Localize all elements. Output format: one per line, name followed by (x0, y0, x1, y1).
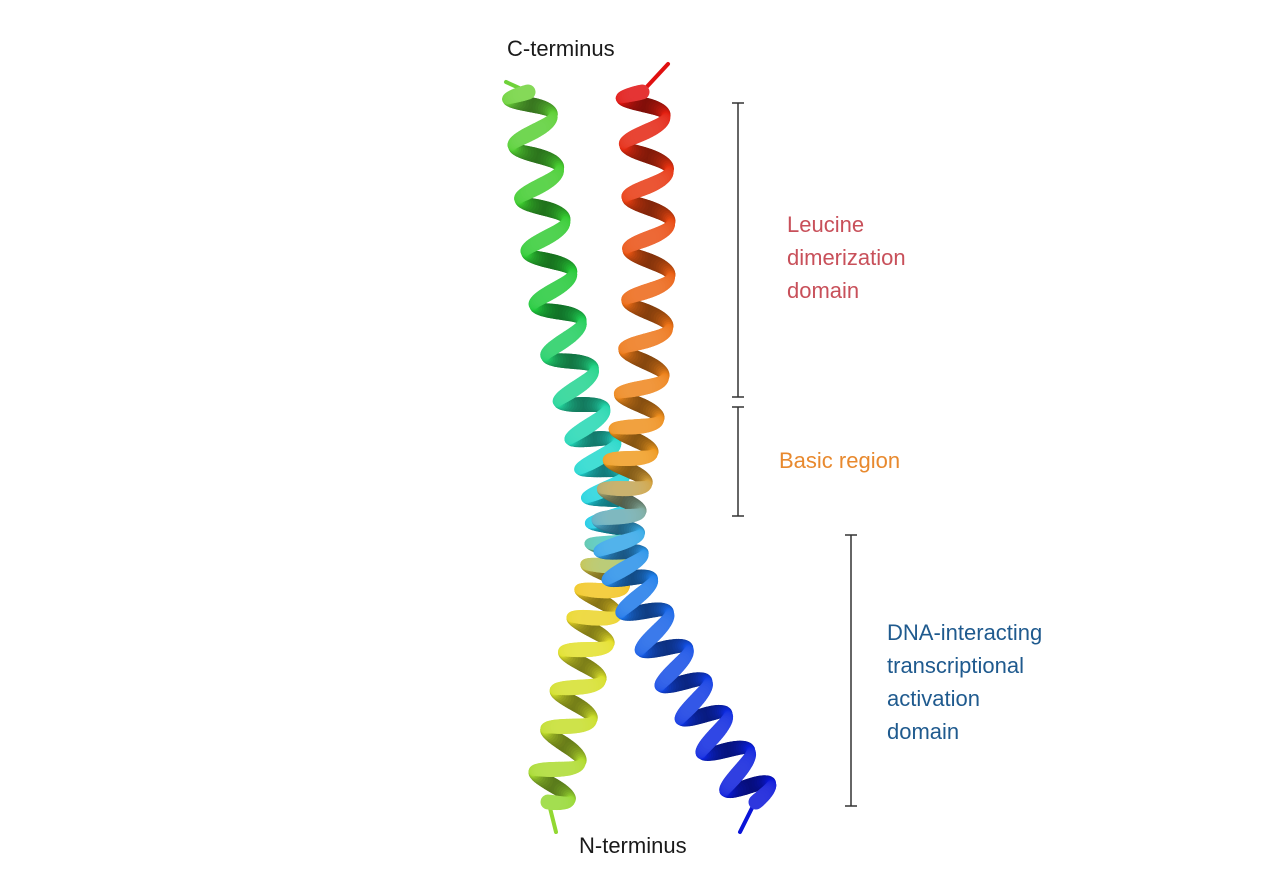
helix-ribbon-segment (528, 179, 547, 196)
helix-ribbon-segment (626, 590, 644, 608)
helix-ribbon-segment (705, 727, 723, 745)
helix-ribbon-segment (517, 84, 536, 101)
helix-ribbon-segment (663, 663, 681, 681)
dna-label-line: activation (887, 686, 980, 711)
leucine-label-line: Leucine (787, 212, 865, 237)
leucine-dimerization-domain-label: Leucine dimerization domain (787, 208, 906, 307)
dna-label-line: transcriptional (887, 653, 1024, 678)
right-alpha-helix (591, 62, 777, 834)
helix-ribbon-segment (645, 626, 663, 644)
n-terminus-label: N-terminus (579, 833, 687, 858)
helix-ribbon-segment (636, 179, 655, 196)
helix-ribbon-segment (635, 124, 654, 141)
basic-region-bracket (732, 406, 744, 517)
helix-ribbon-segment (727, 766, 745, 785)
leucine-domain-bracket (732, 102, 744, 398)
basic-region-label: Basic region (779, 444, 900, 477)
dna-interacting-domain-label: DNA-interacting transcriptional activati… (887, 616, 1042, 748)
helix-ribbon-segment (523, 124, 542, 141)
helix-ribbon-segment (748, 792, 766, 810)
leucine-label-line: domain (787, 278, 860, 303)
dna-label-line: domain (887, 719, 960, 744)
helix-ribbon-segment (587, 451, 606, 468)
helix-ribbon-segment (634, 333, 653, 350)
helix-ribbon-segment (553, 333, 571, 351)
helix-ribbon-segment (535, 230, 554, 247)
leucine-label-line: dimerization (787, 245, 906, 270)
helix-ribbon-segment (616, 560, 634, 577)
helix-ribbon-segment (631, 84, 650, 101)
basic-label-line: Basic region (779, 448, 901, 473)
helix-ribbon-segment (566, 380, 585, 397)
c-terminus-label: C-terminus (507, 36, 615, 61)
domain-brackets (732, 102, 857, 807)
helix-ribbon-segment (684, 695, 702, 713)
helix-ribbon-segment (638, 230, 657, 247)
helix-ribbon-segment (631, 380, 650, 396)
helix-ribbon-segment (639, 282, 658, 299)
helix-ribbon-segment (608, 536, 627, 552)
dna-label-line: DNA-interacting (887, 620, 1043, 645)
helix-ribbon-segment (544, 282, 562, 300)
helix-ribbon-segment (576, 419, 595, 437)
dna-domain-bracket (845, 534, 857, 807)
